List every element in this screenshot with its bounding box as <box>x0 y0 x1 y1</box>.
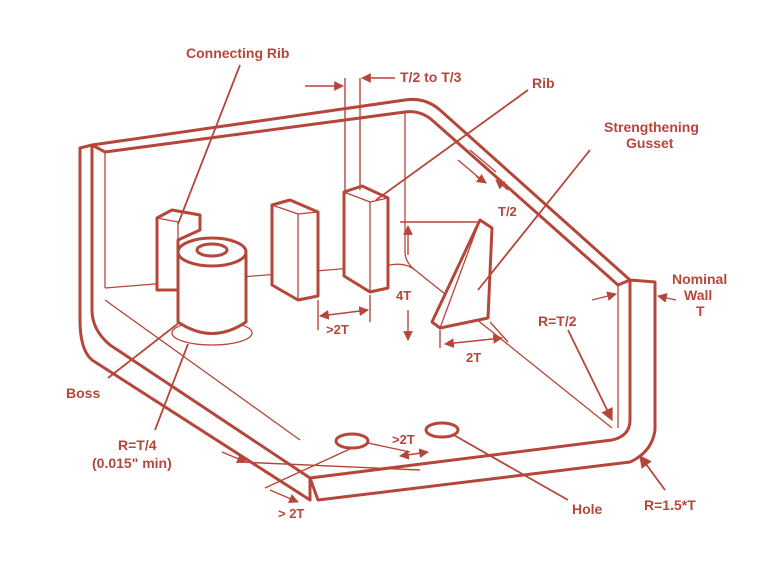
label-4t: 4T <box>396 288 411 303</box>
label-r-1-5t: R=1.5*T <box>644 497 696 513</box>
label-hole: Hole <box>572 501 603 517</box>
label-wall: Wall <box>684 287 712 303</box>
label-gusset: Gusset <box>626 135 674 151</box>
hole-left <box>334 432 370 450</box>
label-gt-2t-edge: > 2T <box>278 506 304 521</box>
hole-right <box>424 421 460 439</box>
rib <box>342 184 390 294</box>
label-2t-gusset: 2T <box>466 350 481 365</box>
label-t-half-top: T/2 <box>498 204 517 219</box>
label-strengthening: Strengthening <box>604 119 699 135</box>
callout-leaders <box>107 64 591 501</box>
dimension-lines <box>221 73 677 504</box>
label-rib: Rib <box>532 75 555 91</box>
label-t2-to-t3: T/2 to T/3 <box>400 69 462 85</box>
label-nominal: Nominal <box>672 271 727 287</box>
labels: Connecting Rib T/2 to T/3 Rib Strengthen… <box>66 45 727 521</box>
label-r-t4: R=T/4 <box>118 437 157 453</box>
label-boss: Boss <box>66 385 100 401</box>
label-connecting-rib: Connecting Rib <box>186 45 289 61</box>
middle-rib <box>270 198 320 302</box>
label-t: T <box>696 303 705 319</box>
label-gt-2t-holes: >2T <box>392 432 415 447</box>
label-gt-2t-ribs: >2T <box>326 322 349 337</box>
label-r-t2: R=T/2 <box>538 313 577 329</box>
label-r-t4-min: (0.015" min) <box>92 455 172 471</box>
boss <box>171 236 253 346</box>
strengthening-gusset <box>430 218 494 330</box>
